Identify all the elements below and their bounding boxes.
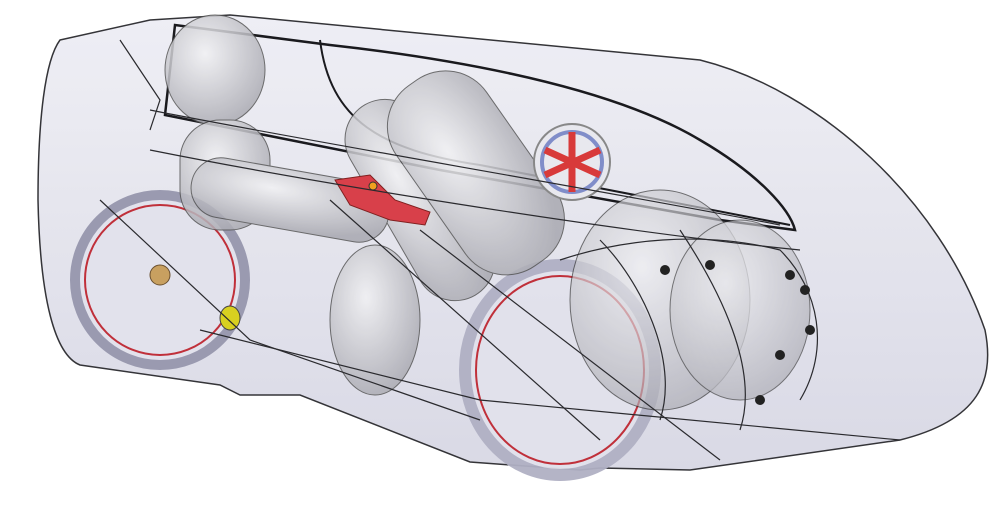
frame-lines bbox=[99, 39, 901, 461]
front-wheel bbox=[70, 190, 250, 370]
front-hub bbox=[219, 305, 241, 331]
chainring bbox=[533, 123, 611, 201]
bolts bbox=[660, 260, 815, 405]
pivot-point bbox=[368, 181, 378, 191]
canopy-outline bbox=[163, 23, 797, 232]
rider bbox=[164, 14, 811, 411]
